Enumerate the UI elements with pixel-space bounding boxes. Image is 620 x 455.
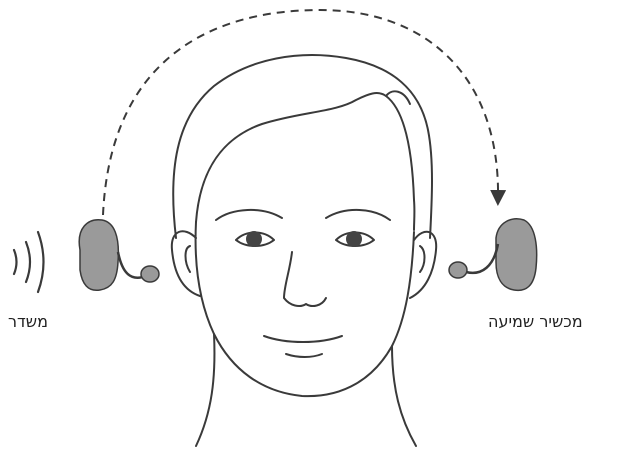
hairline (196, 93, 414, 230)
left-eyebrow (216, 210, 282, 220)
hair-outline (173, 55, 432, 238)
neck-right (392, 346, 416, 446)
right-pupil (346, 231, 362, 247)
left-pupil (246, 231, 262, 247)
sound-waves-icon (14, 232, 44, 292)
hearing-aid-device-icon (449, 219, 537, 291)
nose (284, 252, 326, 306)
neck-left (196, 334, 214, 446)
head-illustration (172, 55, 436, 446)
face-contour (196, 222, 414, 396)
right-eyebrow (326, 210, 390, 220)
mouth (264, 336, 342, 342)
transmitter-label: משדר (8, 312, 48, 331)
hearing-aid-label: מכשיר שמיעה (488, 312, 583, 331)
transmitter-device-icon (79, 220, 159, 291)
transfer-arrow-icon (103, 10, 498, 215)
